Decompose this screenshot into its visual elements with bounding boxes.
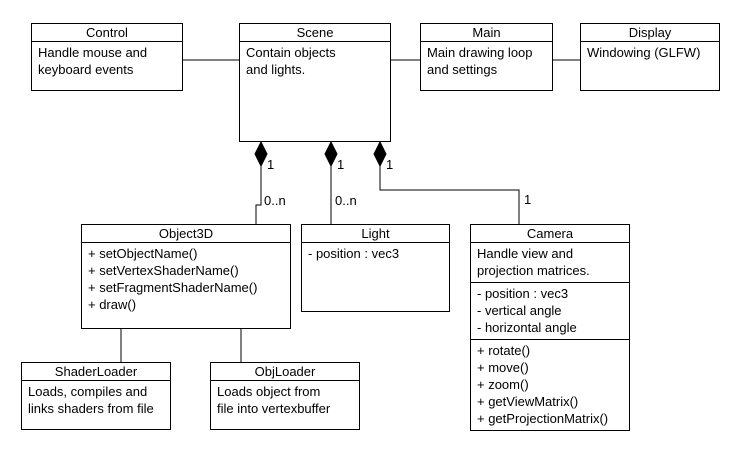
class-camera-name: Camera bbox=[471, 225, 629, 243]
class-light-attributes: - position : vec3 bbox=[302, 243, 449, 265]
class-camera-description-line: projection matrices. bbox=[477, 263, 590, 278]
class-light: Light - position : vec3 bbox=[301, 224, 450, 312]
class-camera-description: Handle view and projection matrices. bbox=[471, 243, 629, 282]
class-object3d: Object3D + setObjectName() + setVertexSh… bbox=[81, 224, 291, 329]
class-main: Main Main drawing loop and settings bbox=[420, 23, 553, 91]
class-main-description: Main drawing loop and settings bbox=[421, 42, 552, 81]
class-main-name: Main bbox=[421, 24, 552, 42]
class-object3d-method: + draw() bbox=[88, 297, 137, 312]
class-main-description-line: and settings bbox=[427, 62, 498, 77]
class-object3d-name: Object3D bbox=[82, 225, 290, 243]
class-objloader: ObjLoader Loads object from file into ve… bbox=[210, 362, 360, 430]
class-display-name: Display bbox=[581, 24, 719, 42]
class-object3d-method: + setFragmentShaderName() bbox=[88, 280, 258, 295]
class-objloader-description-line: file into vertexbuffer bbox=[217, 401, 331, 416]
scene-object3d-source-multiplicity: 1 bbox=[267, 157, 275, 172]
scene-camera-target-multiplicity: 1 bbox=[524, 192, 532, 207]
class-camera-description-line: Handle view and bbox=[477, 246, 574, 261]
scene-object3d-target-multiplicity: 0..n bbox=[264, 193, 286, 208]
class-object3d-method: + setObjectName() bbox=[88, 246, 198, 261]
class-objloader-name: ObjLoader bbox=[211, 363, 359, 381]
class-light-attribute: - position : vec3 bbox=[308, 246, 400, 261]
class-light-name: Light bbox=[302, 225, 449, 243]
class-camera-method: + zoom() bbox=[477, 377, 529, 392]
scene-light-source-multiplicity: 1 bbox=[337, 157, 345, 172]
scene-light-target-multiplicity: 0..n bbox=[335, 193, 357, 208]
class-shaderloader-description-line: links shaders from file bbox=[28, 401, 154, 416]
scene-object3d-composition-line bbox=[255, 166, 262, 224]
class-camera-method: + getViewMatrix() bbox=[477, 394, 579, 409]
class-camera-method: + rotate() bbox=[477, 343, 531, 358]
scene-light-composition-diamond bbox=[324, 140, 338, 168]
scene-camera-composition-diamond bbox=[373, 140, 387, 168]
class-camera-attribute: - position : vec3 bbox=[477, 286, 569, 301]
class-objloader-description-line: Loads object from bbox=[217, 384, 321, 399]
class-camera-attributes: - position : vec3 - vertical angle - hor… bbox=[471, 282, 629, 339]
class-scene-description-line: and lights. bbox=[246, 62, 306, 77]
class-display-description-line: Windowing (GLFW) bbox=[587, 45, 701, 60]
class-shaderloader-description: Loads, compiles and links shaders from f… bbox=[22, 381, 170, 420]
class-object3d-method: + setVertexShaderName() bbox=[88, 263, 239, 278]
class-control-description: Handle mouse and keyboard events bbox=[32, 42, 182, 81]
class-scene-description-line: Contain objects bbox=[246, 45, 336, 60]
class-scene-description: Contain objects and lights. bbox=[240, 42, 390, 81]
class-shaderloader-description-line: Loads, compiles and bbox=[28, 384, 148, 399]
class-control-description-line: keyboard events bbox=[38, 62, 134, 77]
class-camera: Camera Handle view and projection matric… bbox=[470, 224, 630, 431]
class-main-description-line: Main drawing loop bbox=[427, 45, 533, 60]
scene-camera-composition-line bbox=[379, 166, 520, 224]
class-control-description-line: Handle mouse and bbox=[38, 45, 148, 60]
class-object3d-methods: + setObjectName() + setVertexShaderName(… bbox=[82, 243, 290, 316]
class-shaderloader-name: ShaderLoader bbox=[22, 363, 170, 381]
class-camera-method: + getProjectionMatrix() bbox=[477, 411, 609, 426]
class-camera-method: + move() bbox=[477, 360, 529, 375]
class-control: Control Handle mouse and keyboard events bbox=[31, 23, 183, 91]
class-shaderloader: ShaderLoader Loads, compiles and links s… bbox=[21, 362, 171, 430]
class-objloader-description: Loads object from file into vertexbuffer bbox=[211, 381, 359, 420]
scene-camera-source-multiplicity: 1 bbox=[386, 157, 394, 172]
class-camera-methods: + rotate() + move() + zoom() + getViewMa… bbox=[471, 339, 629, 430]
class-display: Display Windowing (GLFW) bbox=[580, 23, 720, 91]
class-camera-attribute: - horizontal angle bbox=[477, 320, 577, 335]
scene-object3d-composition-diamond bbox=[254, 140, 268, 168]
class-control-name: Control bbox=[32, 24, 182, 42]
class-display-description: Windowing (GLFW) bbox=[581, 42, 719, 64]
class-scene: Scene Contain objects and lights. bbox=[239, 23, 391, 142]
class-camera-attribute: - vertical angle bbox=[477, 303, 562, 318]
class-scene-name: Scene bbox=[240, 24, 390, 42]
